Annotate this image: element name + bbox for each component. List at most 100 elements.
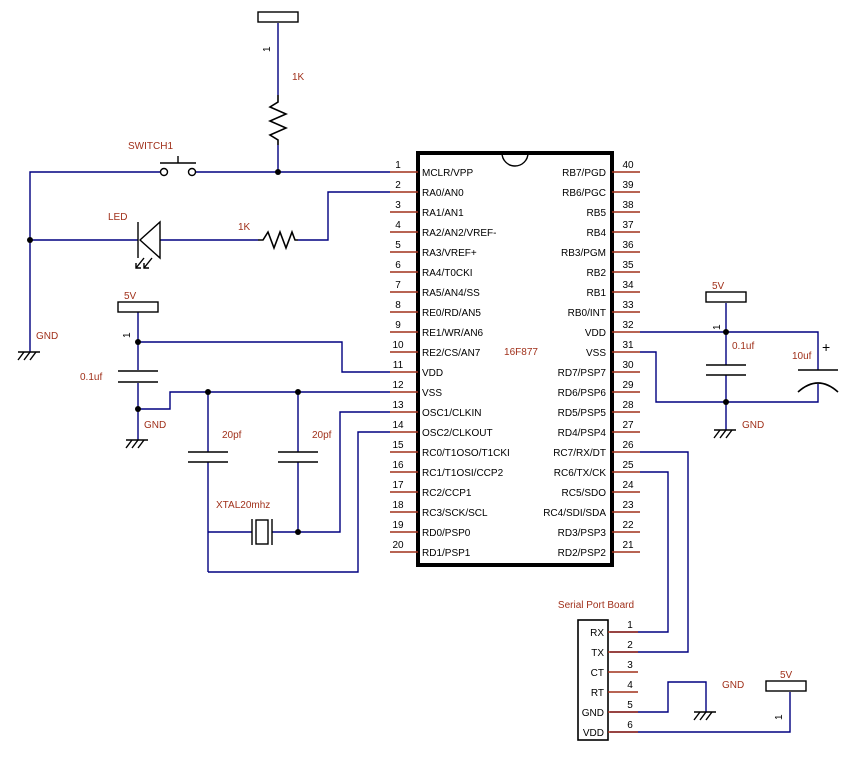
chip-pin-number: 10 xyxy=(392,340,404,351)
chip-pin-number: 27 xyxy=(622,420,634,431)
power-terminal-top xyxy=(257,11,299,23)
chip-pin-name: RD2/PSP2 xyxy=(558,548,607,559)
chip-pin-name: RE0/RD/AN5 xyxy=(422,308,481,319)
switch-label: SWITCH1 xyxy=(128,141,173,152)
chip-pin-number: 18 xyxy=(392,500,404,511)
wires xyxy=(29,23,819,733)
chip-name: 16F877 xyxy=(504,347,538,358)
ground-symbol-mid xyxy=(125,439,148,449)
chip-pin-number: 29 xyxy=(622,380,634,391)
serial-pin-name: RX xyxy=(590,628,604,639)
chip-pin-name: RB7/PGD xyxy=(562,168,606,179)
chip-pin-name: VDD xyxy=(422,368,443,379)
gnd-serial-label: GND xyxy=(722,680,744,691)
chip-pin-name: RD1/PSP1 xyxy=(422,548,471,559)
chip-pin-number: 25 xyxy=(622,460,634,471)
chip-right-pins: 40RB7/PGD39RB6/PGC38RB537RB436RB3/PGM35R… xyxy=(543,160,640,559)
chip-pin-number: 31 xyxy=(622,340,634,351)
chip-pin-number: 19 xyxy=(392,520,404,531)
v-serial-label: 5V xyxy=(780,670,793,681)
chip-pin-number: 15 xyxy=(392,440,404,451)
v-left-label: 5V xyxy=(124,291,137,302)
terminal-left-pin: 1 xyxy=(122,332,133,338)
chip-left-pins: 1MCLR/VPP2RA0/AN03RA1/AN14RA2/AN2/VREF-5… xyxy=(390,160,510,559)
chip-pin-number: 28 xyxy=(622,400,634,411)
chip-pin-number: 4 xyxy=(395,220,401,231)
chip-pin-number: 39 xyxy=(622,180,634,191)
chip-pin-name: RD0/PSP0 xyxy=(422,528,471,539)
chip-pin-number: 13 xyxy=(392,400,404,411)
chip-pin-number: 17 xyxy=(392,480,404,491)
resistor-top-label: 1K xyxy=(292,72,305,83)
chip-pin-name: RB6/PGC xyxy=(562,188,606,199)
led-label: LED xyxy=(108,212,127,223)
serial-connector xyxy=(577,619,609,741)
chip-pin-number: 30 xyxy=(622,360,634,371)
chip-pin-name: RA3/VREF+ xyxy=(422,248,477,259)
chip-pin-number: 7 xyxy=(395,280,401,291)
chip-pin-number: 26 xyxy=(622,440,634,451)
chip-pin-number: 35 xyxy=(622,260,634,271)
resistor-led xyxy=(258,229,298,251)
chip-pin-name: RC1/T1OSI/CCP2 xyxy=(422,468,504,479)
chip-pin-number: 22 xyxy=(622,520,634,531)
chip-pin-number: 34 xyxy=(622,280,634,291)
serial-pin-number: 6 xyxy=(627,720,633,731)
chip-pin-name: RD5/PSP5 xyxy=(558,408,607,419)
chip-pin-number: 14 xyxy=(392,420,404,431)
cap-osc1-label: 20pf xyxy=(222,430,242,441)
chip-pin-name: RA1/AN1 xyxy=(422,208,464,219)
cap-electrolytic-label: 10uf xyxy=(792,351,812,362)
chip-pin-name: VSS xyxy=(586,348,606,359)
chip-pin-number: 6 xyxy=(395,260,401,271)
chip-pin-name: RB4 xyxy=(587,228,607,239)
serial-pin-number: 4 xyxy=(627,680,633,691)
crystal-label: XTAL20mhz xyxy=(216,500,270,511)
chip-pin-number: 12 xyxy=(392,380,404,391)
led-symbol xyxy=(135,220,161,269)
chip-pin-number: 16 xyxy=(392,460,404,471)
chip-pin-name: RC6/TX/CK xyxy=(554,468,607,479)
chip-pin-number: 37 xyxy=(622,220,634,231)
serial-pin-name: TX xyxy=(591,648,604,659)
terminal-top-pin: 1 xyxy=(262,46,273,52)
chip-pin-name: RD6/PSP6 xyxy=(558,388,607,399)
cap-osc2-label: 20pf xyxy=(312,430,332,441)
chip-pin-number: 33 xyxy=(622,300,634,311)
gnd-left-label: GND xyxy=(36,331,58,342)
chip-pin-number: 9 xyxy=(395,320,401,331)
chip-pin-name: RE1/WR/AN6 xyxy=(422,328,484,339)
capacitor-electrolytic xyxy=(797,369,839,393)
gnd-mid-label: GND xyxy=(144,420,166,431)
terminal-serial-pin: 1 xyxy=(774,714,785,720)
capacitor-left xyxy=(118,370,158,383)
chip-pin-number: 2 xyxy=(395,180,401,191)
chip-pin-name: RA0/AN0 xyxy=(422,188,464,199)
chip-pin-name: RB2 xyxy=(587,268,607,279)
cap-left-label: 0.1uf xyxy=(80,372,102,383)
chip-16f877: 16F877 xyxy=(416,151,614,567)
serial-pin-number: 2 xyxy=(627,640,633,651)
chip-pin-name: RE2/CS/AN7 xyxy=(422,348,481,359)
ground-symbol-right xyxy=(713,429,736,439)
serial-pin-number: 3 xyxy=(627,660,633,671)
chip-pin-name: RA4/T0CKI xyxy=(422,268,473,279)
chip-pin-name: RC7/RX/DT xyxy=(553,448,606,459)
chip-pin-name: RD3/PSP3 xyxy=(558,528,607,539)
v-right-label: 5V xyxy=(712,281,725,292)
power-terminal-right xyxy=(705,291,747,303)
gnd-right-label: GND xyxy=(742,420,764,431)
chip-pin-name: RA2/AN2/VREF- xyxy=(422,228,496,239)
chip-pin-name: RA5/AN4/SS xyxy=(422,288,480,299)
chip-pin-number: 5 xyxy=(395,240,401,251)
switch-symbol xyxy=(159,156,197,177)
serial-pin-number: 1 xyxy=(627,620,633,631)
chip-pin-name: RD7/PSP7 xyxy=(558,368,607,379)
ground-symbol-serial xyxy=(693,711,716,721)
power-terminal-serial xyxy=(765,680,807,692)
chip-pin-number: 40 xyxy=(622,160,634,171)
serial-pin-number: 5 xyxy=(627,700,633,711)
capacitor-right xyxy=(706,364,746,376)
